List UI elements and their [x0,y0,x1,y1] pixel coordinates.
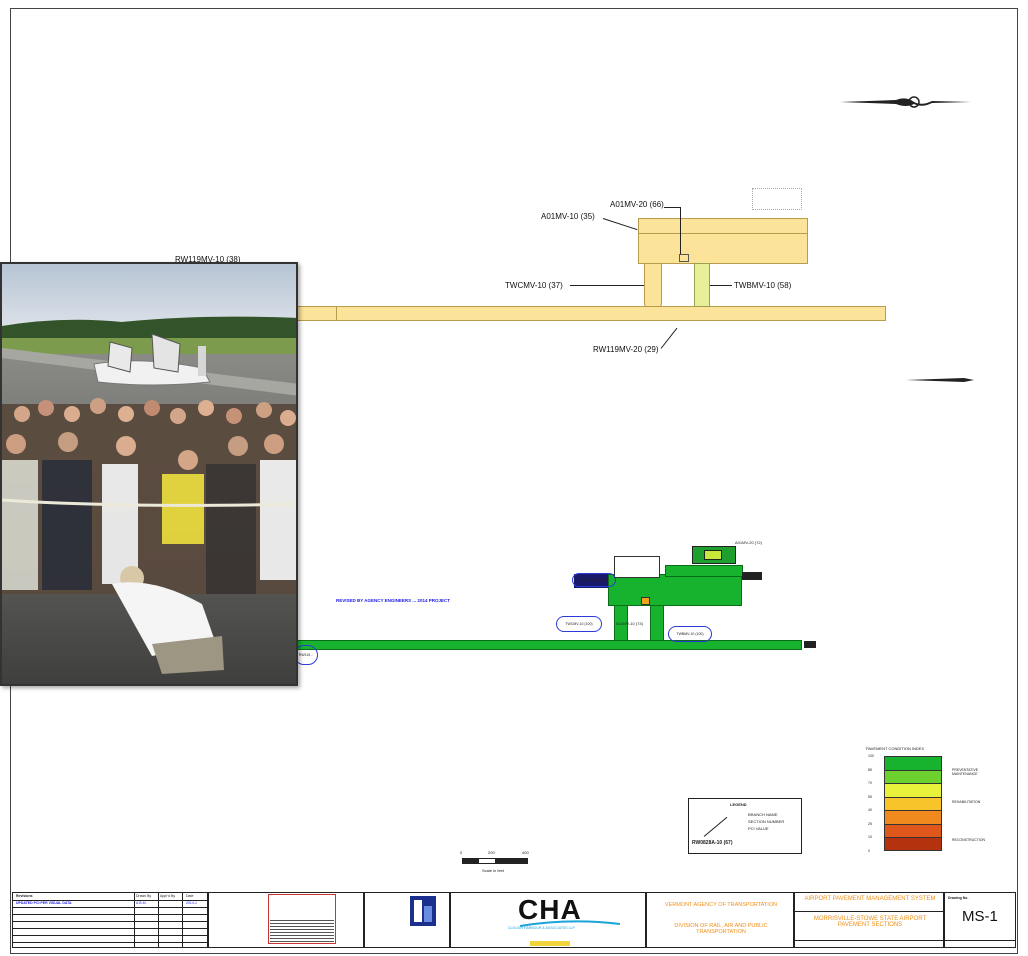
lower-block-left [574,574,608,588]
vtrans-logo-icon [410,896,436,926]
scale-tick-0: 0 [460,850,463,855]
cloud-twbmv10-lower: TWBMV-10 (100) [668,626,712,642]
legend-item-pci: PCI VALUE [748,826,769,831]
airplane-icon [93,333,211,386]
pci-tick-55: 55 [868,794,872,799]
rev-header-date: Date [186,894,194,898]
legend-title: LEGEND [730,802,747,807]
lower-block-right [742,572,762,580]
pci-tick-10: 10 [868,835,872,839]
pci-desc-preventative: PREVENTATIVE MAINTENANCE [952,768,979,776]
upper-runway-joint [336,306,337,321]
label-a01mv20-lower: A01MV-20 (72) [735,540,762,545]
upper-apron-strip [638,233,808,234]
approvals-stamp [268,894,336,944]
project-airport: MORRISVILLE-STOWE STATE AIRPORT PAVEMENT… [813,916,927,928]
rev-row-date: 2014-1 [186,901,197,905]
rev-row-drawn: A.B.M. [136,901,147,905]
label-twcmv10-upper: TWCMV-10 (37) [505,281,563,290]
drawing-number-cell [944,892,1016,948]
revisions-cell [12,892,208,948]
legend-item-section: SECTION NUMBER [748,819,785,824]
firm-cell [450,892,646,948]
rev-header-drawn: Drawn By [136,894,152,898]
rev-row-desc: UPDATED PCI PER VISUAL DATA [16,901,72,905]
pci-desc-rehab: REHABILITATION [952,800,981,804]
crowd [2,398,296,594]
label-a01mv10-upper: A01MV-10 (35) [541,212,595,221]
photographer [112,566,224,674]
agency-division: DIVISION OF RAIL, AIR AND PUBLIC TRANSPO… [674,923,768,935]
lower-runway-end [804,641,816,648]
legend-box [688,798,802,854]
revision-note: REVISED BY AGENCY ENGINEERS ... 2014 PRO… [336,598,450,603]
scale-arrow-icon [906,378,974,382]
lower-building-1 [614,556,660,578]
upper-buildings [752,188,802,210]
lower-taxiway-b [650,605,664,641]
rev-header-apprd: Appr'd By [160,894,176,898]
pci-desc-reconstruction: RECONSTRUCTION [952,838,986,842]
rev-header-revisions: Revisions [16,894,33,898]
label-center-lower: A01MV-10 (73) [616,621,643,626]
ribbon-cutting-photo [0,262,298,686]
pci-band-1 [884,769,942,783]
firm-swoosh-icon [520,920,620,927]
pci-band-3 [884,796,942,810]
scale-caption: Scale in feet [482,868,505,873]
pci-tick-70: 70 [868,781,872,785]
drawing-number: MS-1 [962,908,998,925]
scale-tick-200: 200 [488,850,495,855]
pci-band-5 [884,823,942,837]
pci-tick-100: 100 [868,754,874,758]
pci-band-0 [884,756,942,770]
lower-hangar-inner [704,550,722,560]
pci-band-4 [884,810,942,824]
lower-apron [608,574,742,606]
pci-legend-title: PAVEMENT CONDITION INDEX [866,746,925,751]
upper-runway [296,306,886,321]
project-system: AIRPORT PAVEMENT MANAGEMENT SYSTEM [804,896,936,902]
legend-sample: RW0828A-10 (67) [692,840,733,846]
lower-taxiway-c [614,605,628,641]
pci-band-2 [884,783,942,797]
scale-bar [462,858,528,864]
approvals-text-block [270,920,334,942]
pci-tick-25: 25 [868,821,872,826]
project-cell [794,892,944,948]
upper-apron-box [679,254,689,262]
firm-address-bar [530,941,570,946]
vtrans-logo-cell [364,892,450,948]
pci-tick-85: 85 [868,767,872,772]
approvals-cell [208,892,364,948]
upper-taxiway-c [644,263,662,307]
label-a01mv20-upper: A01MV-20 (66) [610,200,664,209]
photo-image [2,264,296,684]
label-rw119mv10-upper: RW119MV-10 (38) [175,255,241,264]
label-rw119mv20-upper: RW119MV-20 (29) [593,345,659,354]
cloud-a01mv10-lower: A01MV-10 (100) [572,573,616,587]
pci-tick-0: 0 [868,848,870,853]
agency-name: VERMONT AGENCY OF TRANSPORTATION [664,902,778,908]
north-arrow-icon [840,96,971,108]
agency-cell [646,892,794,948]
lower-runway [296,640,802,650]
firm-subtitle: CLOUGH HARBOUR & ASSOCIATES LLP [508,926,575,930]
lower-apron-top [665,565,743,577]
firm-logo: CHA [518,894,582,925]
upper-apron [638,218,808,264]
label-twbmv10-upper: TWBMV-10 (58) [734,281,792,290]
lower-apron-box [641,597,650,605]
upper-taxiway-b [694,263,710,307]
drawing-number-label: Drawing No. [948,896,969,900]
pci-tick-40: 40 [868,808,872,812]
scale-tick-400: 400 [522,850,529,855]
pci-band-6 [884,837,942,851]
cloud-twcmv10-lower: TWCMV-10 (100) [556,616,602,632]
legend-item-branch: BRANCH NAME [748,812,778,817]
